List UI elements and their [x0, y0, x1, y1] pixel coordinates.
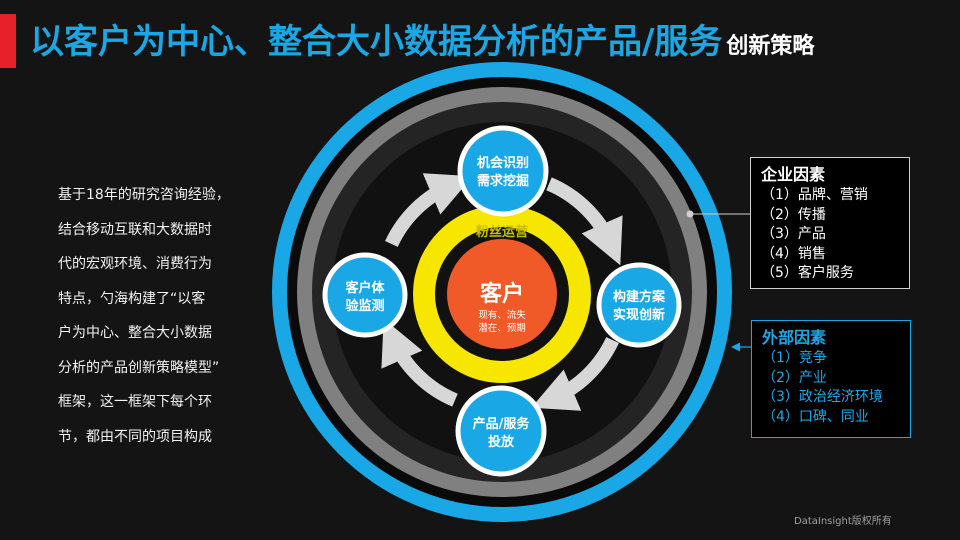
intro-line: 分析的产品创新策略模型”	[58, 359, 220, 376]
node-experience-line2: 验监测	[345, 298, 384, 314]
node-solution-line2: 实现创新	[613, 307, 665, 323]
slide-title-sub: 创新策略	[726, 34, 815, 59]
node-experience: 客户体 验监测	[322, 252, 408, 338]
external-factor-item: （2）产业	[762, 369, 827, 386]
cycle-arrows	[381, 173, 623, 411]
intro-line: 代的宏观环境、消费行为	[58, 256, 212, 272]
arrow-top-to-right	[546, 177, 623, 266]
external-factor-item: （4）口碑、同业	[762, 408, 869, 425]
enterprise-factor-item: （3）产品	[761, 226, 826, 242]
intro-line: 框架，这一框架下每个环	[58, 394, 212, 410]
external-connector-arrowhead	[731, 342, 740, 352]
customer-types-line1: 现有、流失	[478, 309, 526, 321]
node-solution-line1: 构建方案	[613, 289, 666, 305]
node-opportunity: 机会识别 需求挖掘	[457, 125, 549, 217]
node-launch-line1: 产品/服务	[473, 416, 531, 432]
intro-line: 基于18年的研究咨询经验，	[58, 187, 230, 203]
node-opportunity-line2: 需求挖掘	[477, 173, 529, 189]
node-experience-line1: 客户体	[345, 280, 385, 296]
node-launch: 产品/服务 投放	[455, 385, 547, 477]
enterprise-factor-item: （5）客户服务	[761, 265, 854, 281]
node-opportunity-line1: 机会识别	[477, 155, 529, 171]
intro-line: 特点，勺海构建了“以客	[58, 290, 206, 307]
external-factor-item: （1）竞争	[762, 350, 827, 366]
external-factor-item: （3）政治经济环境	[762, 389, 883, 405]
slide-title: 以客户为中心、整合大小数据分析的产品/服务创新策略	[30, 14, 814, 63]
enterprise-factors-title: 企业因素	[761, 165, 826, 184]
enterprise-factor-item: （4）销售	[761, 245, 826, 262]
intro-line: 户为中心、整合大小数据	[58, 325, 212, 341]
arrow-bottom-to-left	[381, 318, 458, 407]
intro-text: 基于18年的研究咨询经验， 结合移动互联和大数据时 代的宏观环境、消费行为 特点…	[58, 178, 258, 454]
node-solution: 构建方案 实现创新	[596, 262, 682, 348]
external-factors-box: 外部因素 （1）竞争 （2）产业 （3）政治经济环境 （4）口碑、同业	[751, 320, 911, 438]
enterprise-factors-box: 企业因素 （1）品牌、营销 （2）传播 （3）产品 （4）销售 （5）客户服务	[750, 157, 910, 289]
external-factors-title: 外部因素	[762, 328, 827, 347]
arrow-right-to-bottom	[531, 336, 619, 411]
enterprise-factor-item: （2）传播	[761, 206, 826, 223]
arrow-left-to-top	[385, 173, 473, 248]
slide-title-main: 以客户为中心、整合大小数据分析的产品/服务	[30, 22, 723, 62]
enterprise-factor-item: （1）品牌、营销	[761, 187, 868, 203]
enterprise-connector-dot	[686, 210, 694, 218]
node-launch-line2: 投放	[488, 434, 515, 450]
fan-operation-label: 粉丝运营	[476, 224, 528, 240]
copyright-footer: DataInsight版权所有	[794, 516, 892, 527]
title-accent-bar	[0, 14, 16, 68]
intro-line: 结合移动互联和大数据时	[58, 221, 212, 238]
customer-title: 客户	[480, 281, 524, 307]
intro-line: 节，都由不同的项目构成	[58, 428, 212, 445]
customer-center-disc	[447, 239, 557, 349]
customer-types-line2: 潜在、预期	[478, 322, 526, 334]
